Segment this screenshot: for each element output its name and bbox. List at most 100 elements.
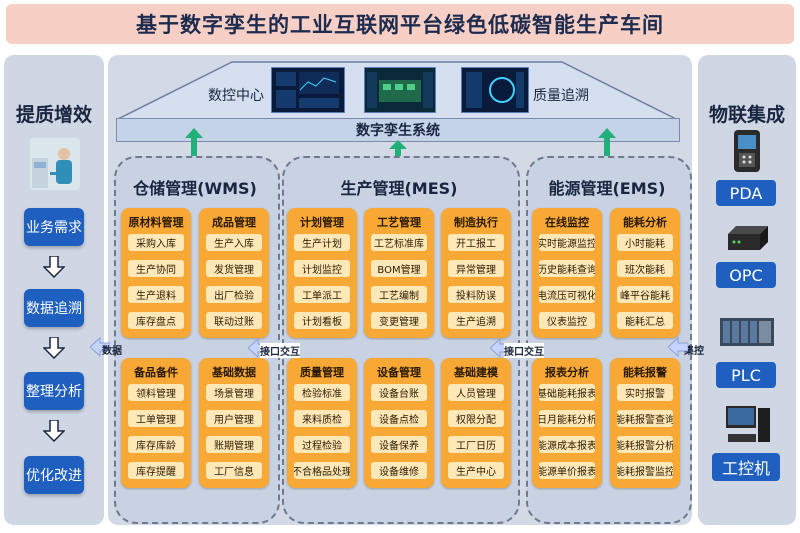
card-item[interactable]: 峰平谷能耗 — [617, 286, 673, 303]
step-business-needs[interactable]: 业务需求 — [24, 208, 84, 246]
device-industrial-pc[interactable]: 工控机 — [712, 453, 780, 481]
card-item[interactable]: 领料管理 — [128, 384, 184, 401]
card-item[interactable]: 生产退料 — [128, 286, 184, 303]
card-item[interactable]: 不合格品处理 — [294, 462, 350, 479]
wms-card: 备品备件领料管理工单管理库存库龄库存提醒 — [121, 358, 191, 488]
card-item[interactable]: 人员管理 — [448, 384, 504, 401]
card-item[interactable]: 能耗报警查询 — [617, 410, 673, 427]
card-item[interactable]: 出厂检验 — [206, 286, 262, 303]
industrial-pc-icon — [724, 404, 772, 452]
card-item[interactable]: 投料防误 — [448, 286, 504, 303]
card-item[interactable]: 班次能耗 — [617, 260, 673, 277]
ems-card: 能耗分析小时能耗班次能耗峰平谷能耗能耗汇总 — [610, 208, 680, 338]
card-item[interactable]: 变更管理 — [371, 312, 427, 329]
card-item[interactable]: 设备维修 — [371, 462, 427, 479]
card-item[interactable]: 权限分配 — [448, 410, 504, 427]
down-arrow-icon — [42, 255, 66, 282]
card-item[interactable]: 工艺标准库 — [371, 234, 427, 251]
device-plc[interactable]: PLC — [716, 362, 776, 388]
ems-card: 报表分析基础能耗报表日月能耗分析能源成本报表能源单价报表 — [532, 358, 602, 488]
connector-data-label: 数据 — [102, 346, 122, 357]
card-title: 工艺管理 — [377, 216, 421, 229]
card-item[interactable]: 设备台账 — [371, 384, 427, 401]
double-arrow-icon — [184, 128, 204, 178]
connector-interface-left: 接口交互 — [260, 343, 300, 358]
step-analysis[interactable]: 整理分析 — [24, 372, 84, 410]
card-item[interactable]: 来料质检 — [294, 410, 350, 427]
step-data-trace[interactable]: 数据追溯 — [24, 289, 84, 327]
step-optimize[interactable]: 优化改进 — [24, 456, 84, 494]
wms-card: 基础数据场景管理用户管理账期管理工厂信息 — [199, 358, 269, 488]
mes-card: 计划管理生产计划计划监控工单派工计划看板 — [287, 208, 357, 338]
card-item[interactable]: 工厂信息 — [206, 462, 262, 479]
card-item[interactable]: 实时能源监控 — [539, 234, 595, 251]
card-item[interactable]: 开工报工 — [448, 234, 504, 251]
card-item[interactable]: 历史能耗查询 — [539, 260, 595, 277]
card-item[interactable]: 实时报警 — [617, 384, 673, 401]
device-opc[interactable]: OPC — [716, 262, 776, 288]
connector-integration-label: 集控 — [684, 346, 704, 357]
card-item[interactable]: 发货管理 — [206, 260, 262, 277]
card-item[interactable]: 能源成本报表 — [539, 436, 595, 453]
card-item[interactable]: 基础能耗报表 — [539, 384, 595, 401]
card-item[interactable]: 库存盘点 — [128, 312, 184, 329]
card-item[interactable]: 工厂日历 — [448, 436, 504, 453]
card-item[interactable]: 账期管理 — [206, 436, 262, 453]
card-item[interactable]: 仪表监控 — [539, 312, 595, 329]
card-item[interactable]: 库存提醒 — [128, 462, 184, 479]
card-title: 制造执行 — [454, 216, 498, 229]
card-item[interactable]: 计划监控 — [294, 260, 350, 277]
card-title: 能耗报警 — [623, 366, 667, 379]
digital-twin-system-bar: 数字孪生系统 — [116, 118, 680, 142]
card-item[interactable]: 生产中心 — [448, 462, 504, 479]
card-item[interactable]: 生产协同 — [128, 260, 184, 277]
card-title: 在线监控 — [545, 216, 589, 229]
card-title: 计划管理 — [300, 216, 344, 229]
card-item[interactable]: 生产计划 — [294, 234, 350, 251]
dashboard-thumbnail-2[interactable] — [364, 67, 436, 113]
connector-interface-right: 接口交互 — [504, 343, 544, 358]
top-right-label: 质量追溯 — [533, 88, 589, 104]
card-item[interactable]: 工艺编制 — [371, 286, 427, 303]
device-pda[interactable]: PDA — [716, 180, 776, 206]
mes-card: 工艺管理工艺标准库 BOM管理工艺编制变更管理 — [364, 208, 434, 338]
down-arrow-icon — [42, 336, 66, 363]
card-title: 原材料管理 — [128, 216, 184, 229]
card-item[interactable]: 库存库龄 — [128, 436, 184, 453]
plc-controller-icon — [718, 314, 776, 354]
card-item[interactable]: 用户管理 — [206, 410, 262, 427]
card-item[interactable]: 联动过账 — [206, 312, 262, 329]
card-item[interactable]: 电流压可视化 — [539, 286, 595, 303]
card-item[interactable]: 能耗汇总 — [617, 312, 673, 329]
worker-photo — [30, 138, 80, 190]
card-title: 能耗分析 — [623, 216, 667, 229]
card-item[interactable]: 检验标准 — [294, 384, 350, 401]
card-item[interactable]: 设备保养 — [371, 436, 427, 453]
card-item[interactable]: 日月能耗分析 — [539, 410, 595, 427]
card-item[interactable]: 采购入库 — [128, 234, 184, 251]
card-item[interactable]: 过程检验 — [294, 436, 350, 453]
card-item[interactable]: 工单管理 — [128, 410, 184, 427]
card-title: 设备管理 — [377, 366, 421, 379]
card-item[interactable]: 小时能耗 — [617, 234, 673, 251]
card-item[interactable]: 工单派工 — [294, 286, 350, 303]
wms-card: 原材料管理采购入库生产协同生产退料库存盘点 — [121, 208, 191, 338]
card-item[interactable]: 能源单价报表 — [539, 462, 595, 479]
card-item[interactable]: 能耗报警监控 — [617, 462, 673, 479]
mes-title: 生产管理(MES) — [340, 179, 458, 198]
card-item[interactable]: BOM管理 — [371, 260, 427, 277]
card-item[interactable]: 异常管理 — [448, 260, 504, 277]
card-item[interactable]: 计划看板 — [294, 312, 350, 329]
worker-illustration-icon — [30, 138, 80, 190]
dashboard-thumbnail-3[interactable] — [461, 67, 529, 113]
mes-card: 制造执行开工报工异常管理投料防误生产追溯 — [441, 208, 511, 338]
card-title: 成品管理 — [212, 216, 256, 229]
card-item[interactable]: 生产入库 — [206, 234, 262, 251]
card-item[interactable]: 场景管理 — [206, 384, 262, 401]
dashboard-thumbnail-1[interactable] — [271, 67, 345, 113]
wms-title: 仓储管理(WMS) — [133, 179, 257, 198]
ems-title: 能源管理(EMS) — [548, 179, 666, 198]
card-item[interactable]: 能耗报警分析 — [617, 436, 673, 453]
card-item[interactable]: 生产追溯 — [448, 312, 504, 329]
card-item[interactable]: 设备点检 — [371, 410, 427, 427]
